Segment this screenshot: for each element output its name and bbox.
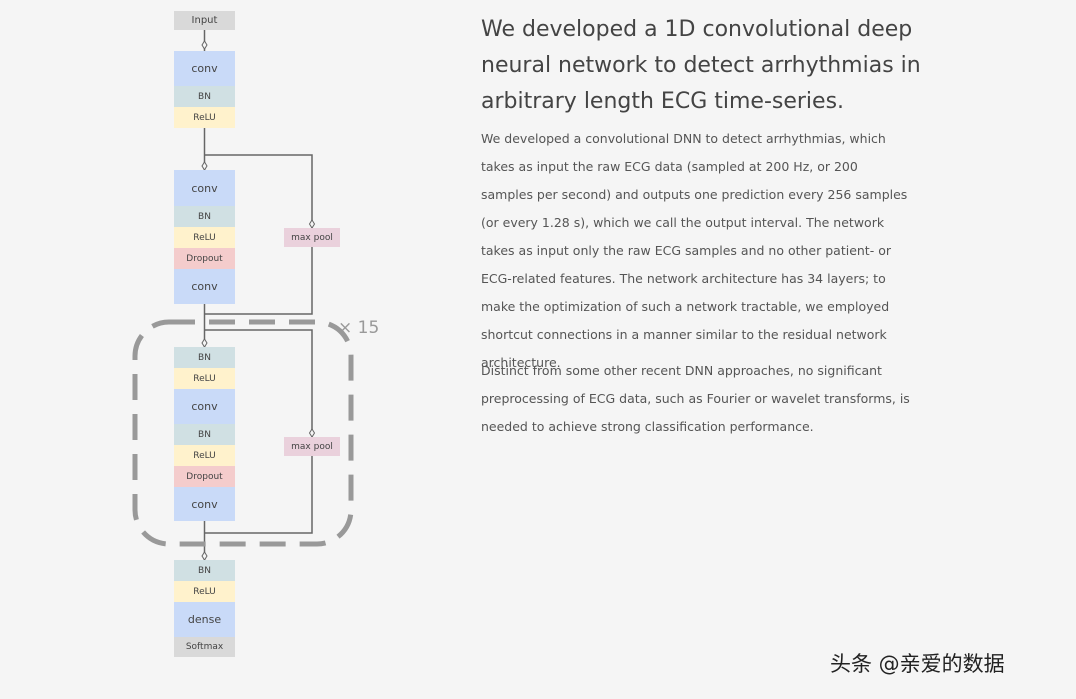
conv-block-4: conv bbox=[174, 389, 235, 424]
conv-block-5: conv bbox=[174, 487, 235, 521]
max-pool-block-1: max pool bbox=[284, 228, 340, 247]
bn-block-3: BN bbox=[174, 347, 235, 368]
max-pool-block-2: max pool bbox=[284, 437, 340, 456]
repeat-boundary bbox=[132, 319, 354, 547]
relu-block-4: ReLU bbox=[174, 445, 235, 466]
input-block: Input bbox=[174, 11, 235, 30]
conv-block-2: conv bbox=[174, 170, 235, 206]
bn-block-2: BN bbox=[174, 206, 235, 227]
dropout-block-1: Dropout bbox=[174, 248, 235, 269]
article-paragraph-1: We developed a convolutional DNN to dete… bbox=[481, 131, 908, 370]
repeat-multiplier: × 15 bbox=[338, 318, 380, 338]
conv-block-3: conv bbox=[174, 269, 235, 304]
conv-block-1: conv bbox=[174, 51, 235, 86]
bn-block-5: BN bbox=[174, 560, 235, 581]
bn-block-4: BN bbox=[174, 424, 235, 445]
article-paragraph-2: Distinct from some other recent DNN appr… bbox=[481, 363, 910, 434]
relu-block-5: ReLU bbox=[174, 581, 235, 602]
watermark: 头条 @亲爱的数据 bbox=[830, 652, 1005, 676]
dropout-block-2: Dropout bbox=[174, 466, 235, 487]
softmax-block: Softmax bbox=[174, 637, 235, 657]
bn-block-1: BN bbox=[174, 86, 235, 107]
relu-block-2: ReLU bbox=[174, 227, 235, 248]
article-heading: We developed a 1D convolutional deep neu… bbox=[481, 17, 921, 114]
dense-block: dense bbox=[174, 602, 235, 637]
relu-block-1: ReLU bbox=[174, 107, 235, 128]
relu-block-3: ReLU bbox=[174, 368, 235, 389]
